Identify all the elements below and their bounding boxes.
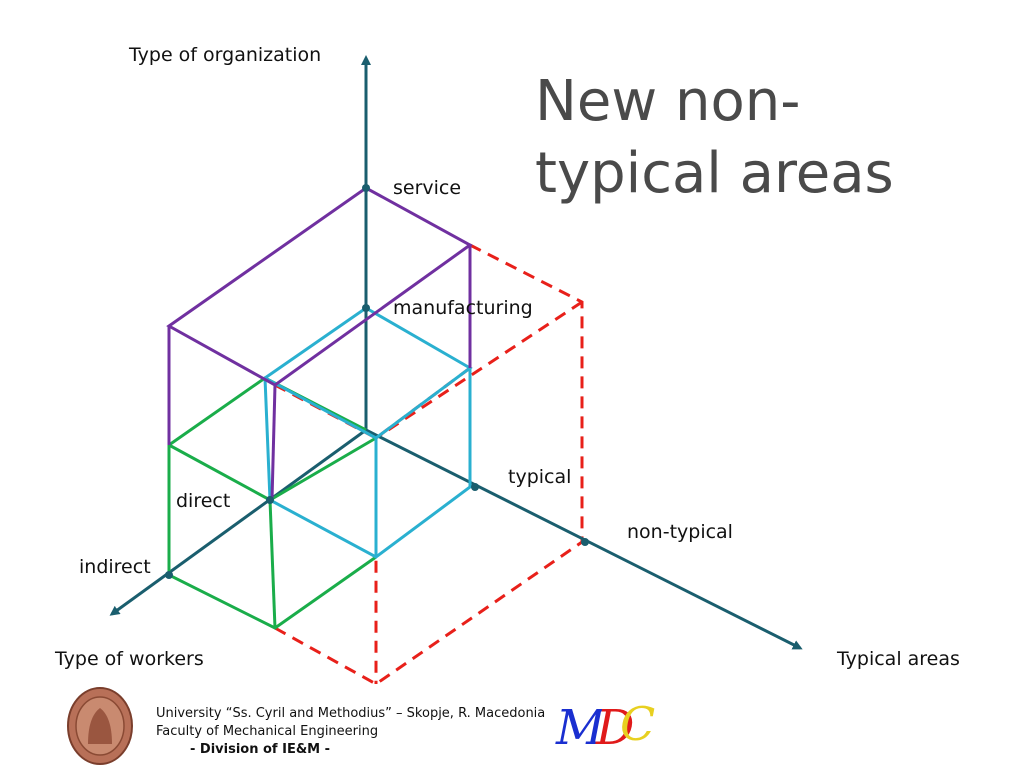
svg-text:C: C [620, 697, 655, 751]
slide-title: New non- typical areas [535, 66, 955, 210]
svg-text:M: M [555, 700, 607, 756]
tick-label-direct: direct [176, 490, 231, 512]
title-line-1: New non- [535, 69, 801, 134]
university-seal-icon [67, 687, 133, 765]
footer-faculty: Faculty of Mechanical Engineering [156, 724, 379, 739]
non-typical-area-prism [274, 243, 584, 686]
axis-label-areas: Typical areas [837, 648, 960, 670]
footer-division: - Division of IE&M - [190, 742, 331, 757]
tick-label-service: service [393, 177, 462, 199]
title-line-2: typical areas [535, 141, 894, 206]
axis-markers [165, 184, 589, 579]
tick-label-manufacturing: manufacturing [393, 297, 533, 319]
axis-label-organization: Type of organization [129, 44, 322, 66]
axis-label-workers: Type of workers [55, 648, 204, 670]
footer-text: University “Ss. Cyril and Methodius” – S… [156, 705, 545, 759]
purple-box [166, 186, 473, 501]
tick-label-typical: typical [508, 466, 572, 488]
workers-axis [109, 428, 367, 616]
mdc-logo: M D C [555, 697, 655, 756]
tick-label-non-typical: non-typical [627, 521, 733, 543]
tick-label-indirect: indirect [79, 556, 151, 578]
svg-text:D: D [595, 700, 634, 756]
footer-university: University “Ss. Cyril and Methodius” – S… [156, 706, 546, 721]
